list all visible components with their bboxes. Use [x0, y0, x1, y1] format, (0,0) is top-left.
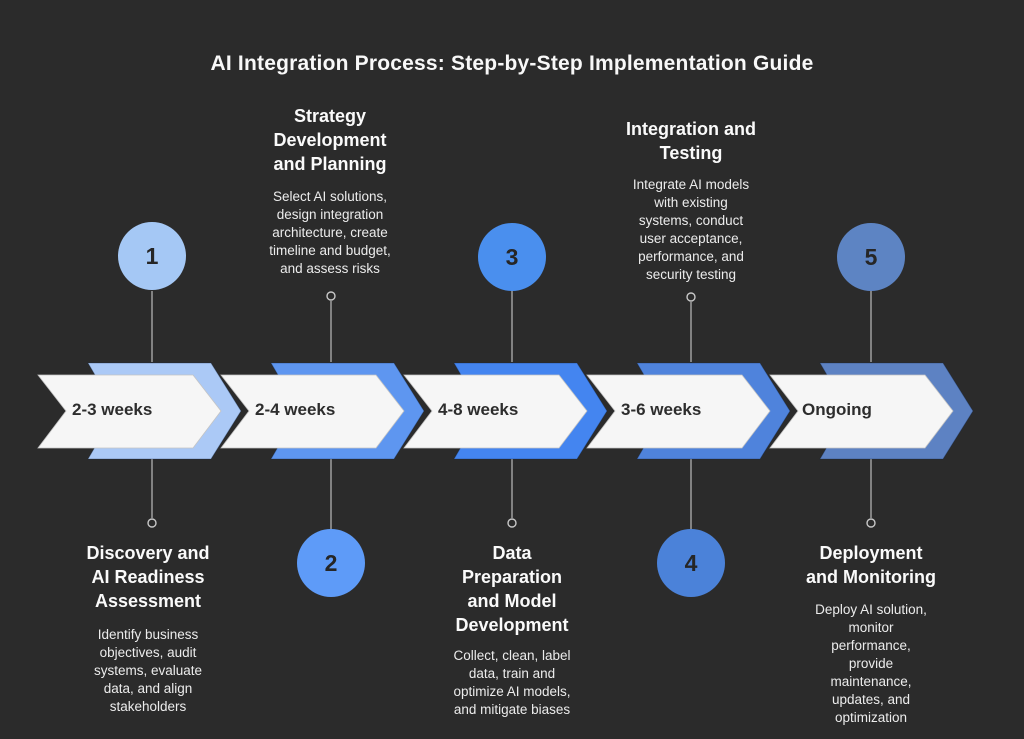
connector-dot-step-5 — [866, 518, 876, 528]
step-number-circle-1: 1 — [118, 222, 186, 290]
page-title: AI Integration Process: Step-by-Step Imp… — [210, 52, 814, 75]
step-heading-2: Strategy Development and Planning — [273, 106, 387, 174]
connector-dot-step-1 — [147, 518, 157, 528]
arrow-step-5 — [769, 374, 954, 449]
step-number-circle-5: 5 — [837, 223, 905, 291]
connector-dot-step-3 — [507, 518, 517, 528]
arrow-step-1 — [37, 374, 222, 449]
duration-label-step-3: 4-8 weeks — [438, 400, 519, 419]
duration-label-step-4: 3-6 weeks — [621, 400, 702, 419]
connector-dot-step-2 — [326, 291, 336, 301]
duration-label-step-1: 2-3 weeks — [72, 400, 153, 419]
arrow-step-2 — [220, 374, 405, 449]
step-number-circle-2: 2 — [297, 529, 365, 597]
connector-dot-step-4 — [686, 292, 696, 302]
arrow-step-4 — [586, 374, 771, 449]
step-description-3: Collect, clean, label data, train and op… — [453, 648, 571, 717]
step-heading-1: Discovery and AI Readiness Assessment — [86, 543, 210, 611]
step-description-5: Deploy AI solution, monitor performance,… — [815, 602, 927, 725]
step-description-1: Identify business objectives, audit syst… — [93, 627, 203, 714]
step-heading-3: Data Preparation and Model Development — [455, 543, 569, 635]
step-description-4: Integrate AI models with existing system… — [632, 177, 750, 282]
step-heading-4: Integration and Testing — [626, 119, 756, 163]
duration-label-step-5: Ongoing — [802, 400, 872, 419]
step-number-circle-4: 4 — [657, 529, 725, 597]
step-description-2: Select AI solutions, design integration … — [269, 189, 391, 276]
step-number-circle-3: 3 — [478, 223, 546, 291]
step-heading-5: Deployment and Monitoring — [806, 543, 936, 587]
duration-label-step-2: 2-4 weeks — [255, 400, 336, 419]
arrow-step-3 — [403, 374, 588, 449]
